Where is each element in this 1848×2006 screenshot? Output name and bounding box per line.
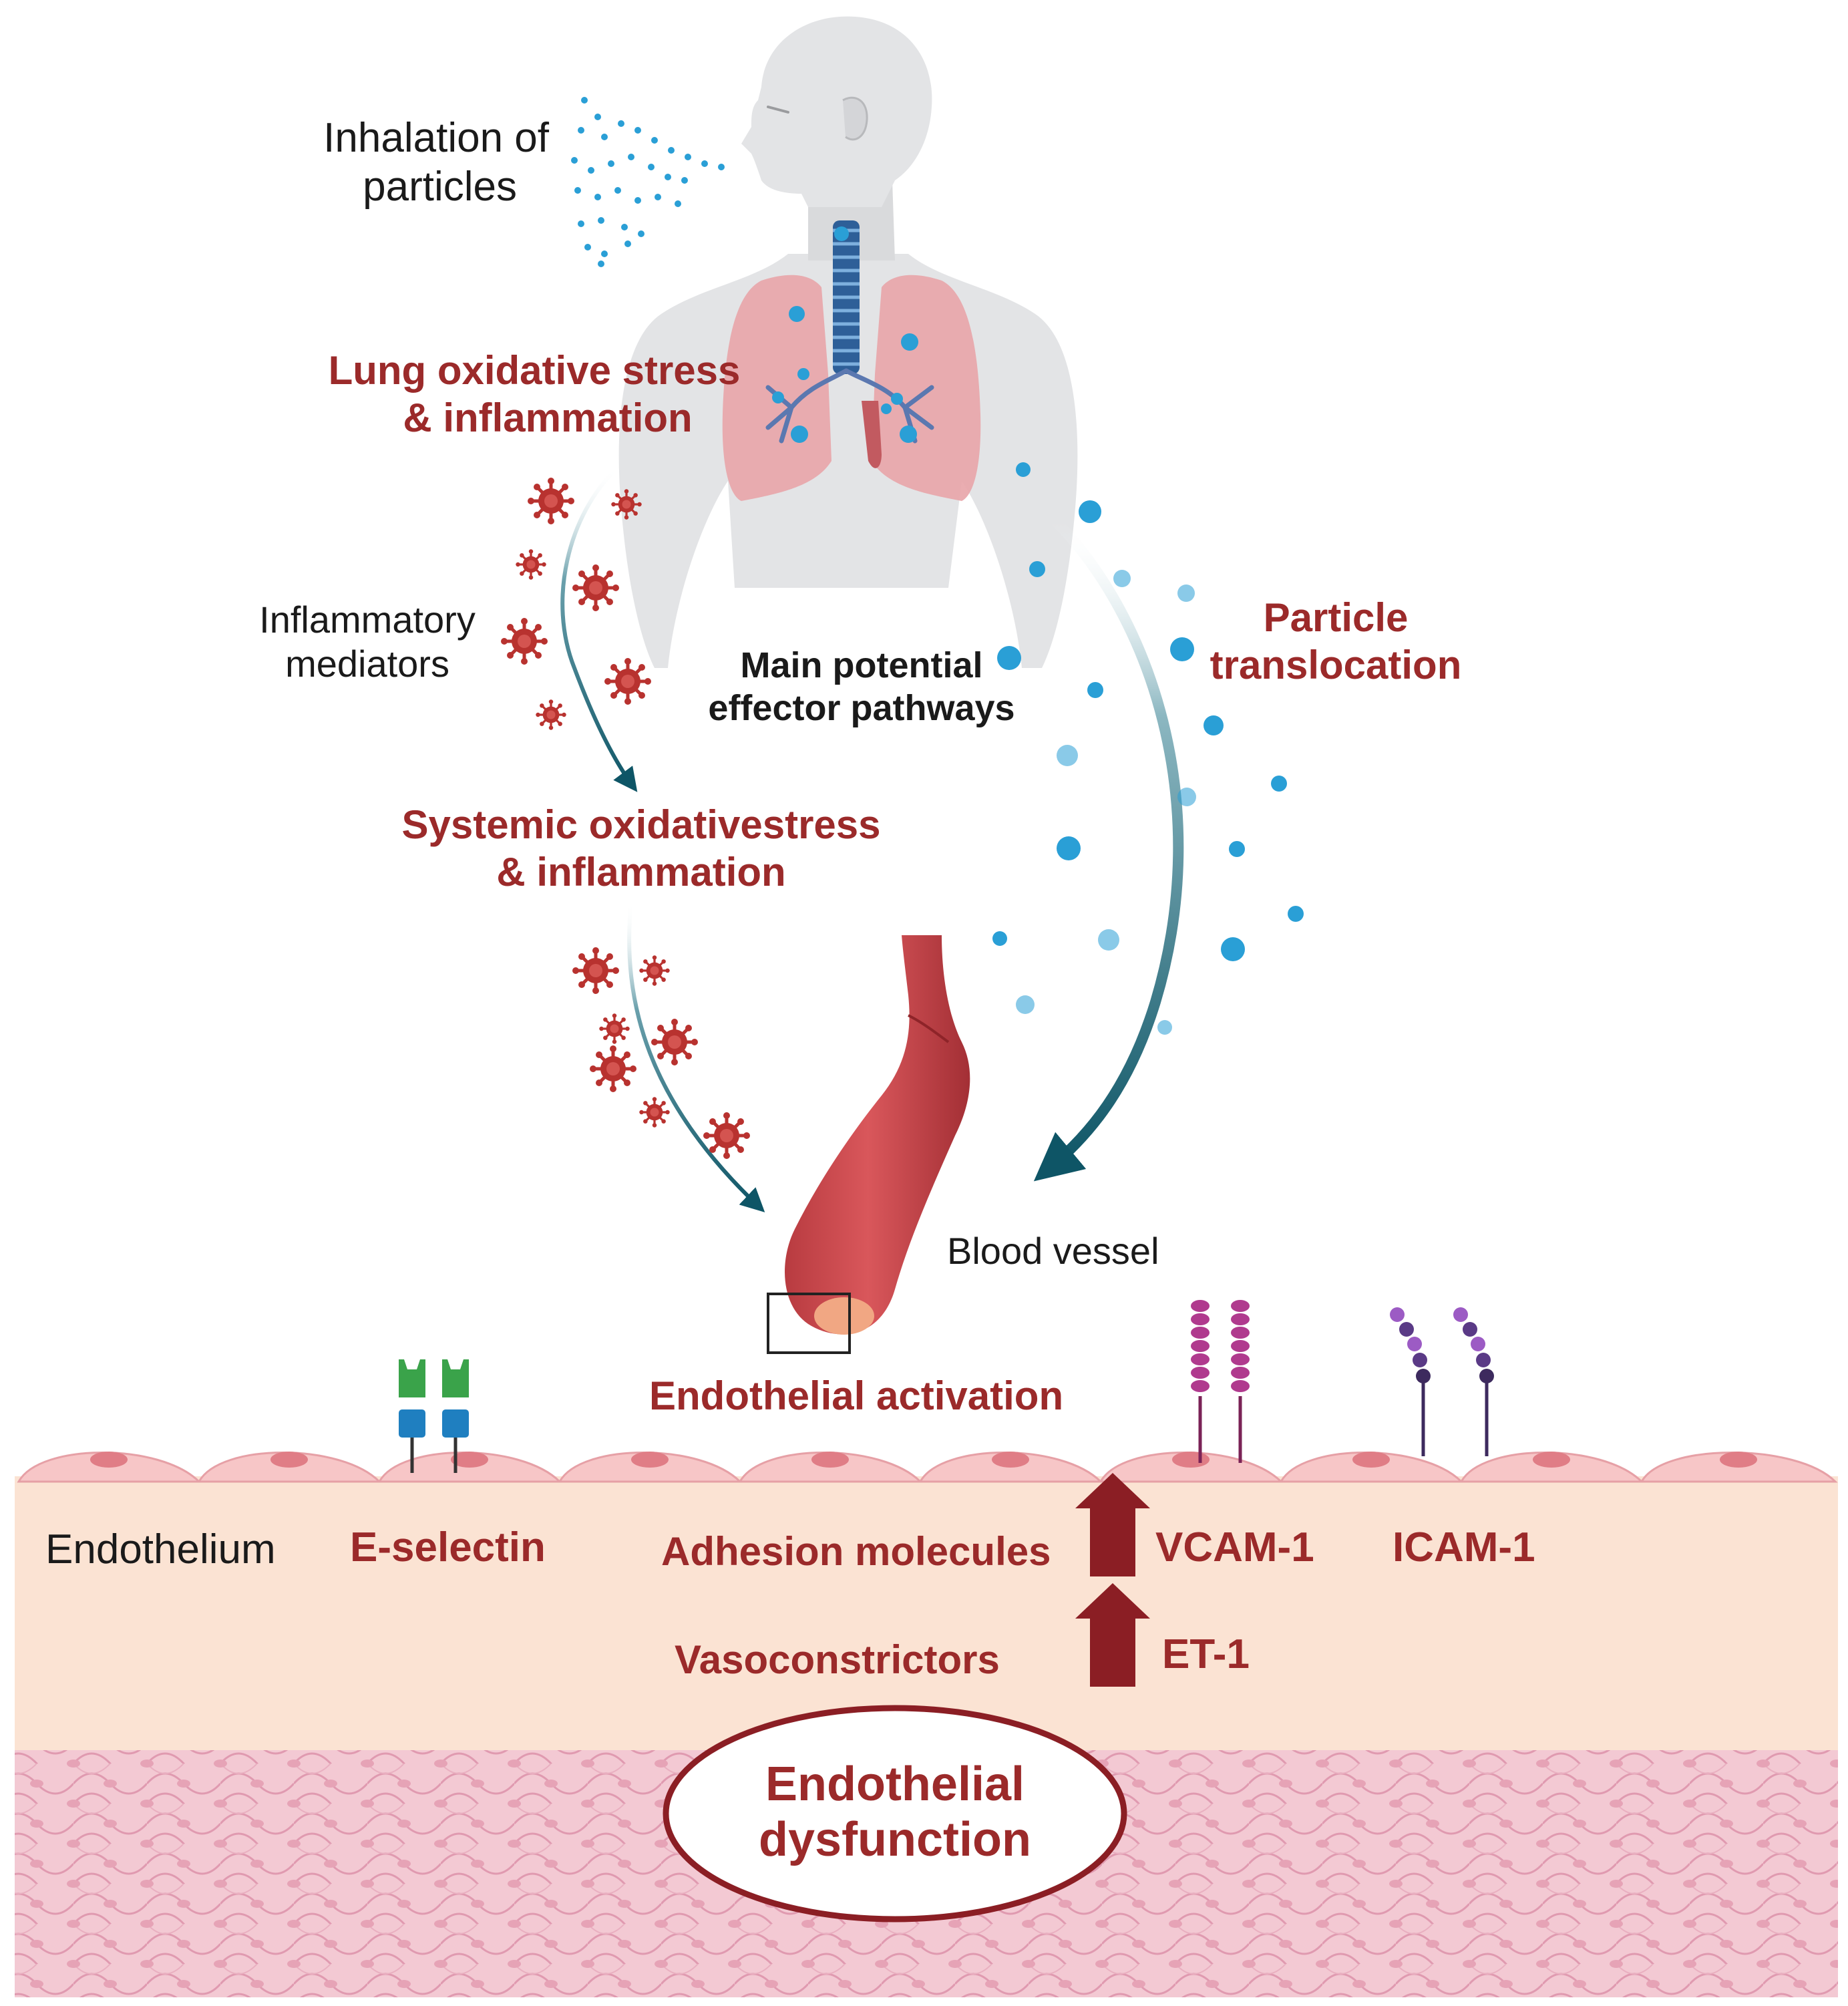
vessel-zoom-box <box>767 1293 851 1354</box>
particle-translocation-arrow <box>1033 517 1184 1182</box>
lung-stress-line2: & inflammation <box>403 395 693 440</box>
translocating-particles <box>992 462 1304 1035</box>
vasoconstrictors-label: Vasoconstrictors <box>675 1637 1000 1682</box>
lung-stress-line1: Lung oxidative stress <box>328 348 741 393</box>
inflammatory-mediators-cluster-lower <box>572 947 750 1159</box>
systemic-stress-label: Systemic oxidativestress & inflammation <box>374 802 908 896</box>
endothelial-dysfunction-line2: dysfunction <box>759 1812 1031 1866</box>
endothelium-label: Endothelium <box>45 1526 276 1572</box>
e-selectin-receptor-icon <box>399 1359 469 1473</box>
inhalation-label-line1: Inhalation of <box>323 115 549 161</box>
left-pathway-arrow <box>560 466 638 792</box>
adhesion-molecules-label: Adhesion molecules <box>661 1529 1051 1574</box>
blood-vessel-label: Blood vessel <box>947 1230 1159 1272</box>
inflammatory-mediators-line2: mediators <box>285 643 449 685</box>
inhalation-label: Inhalation of particles <box>323 114 549 211</box>
systemic-pathway-arrow <box>627 901 765 1212</box>
endothelial-dysfunction-label: Endothelial dysfunction <box>708 1757 1082 1868</box>
icam-1-receptor-icon <box>1390 1307 1494 1456</box>
endothelial-dysfunction-ellipse <box>663 1705 1127 1923</box>
inflammatory-mediators-label: Inflammatory mediators <box>240 598 494 686</box>
main-pathways-line1: Main potential <box>740 645 983 685</box>
systemic-stress-line2: & inflammation <box>496 849 786 894</box>
endothelial-dysfunction-line1: Endothelial <box>765 1758 1025 1811</box>
inhalation-label-line2: particles <box>363 164 517 210</box>
vcam-1-receptor-icon <box>1191 1300 1250 1463</box>
vcam-label: VCAM-1 <box>1155 1524 1314 1570</box>
systemic-stress-line1: Systemic oxidativestress <box>401 802 881 847</box>
up-arrow-icon-vasoconstrictors <box>1075 1583 1150 1687</box>
particle-translocation-label: Particle translocation <box>1195 595 1476 689</box>
endothelial-activation-label: Endothelial activation <box>649 1373 1064 1418</box>
blood-vessel-icon <box>785 935 970 1335</box>
main-pathways-label: Main potential effector pathways <box>695 645 1029 729</box>
particle-spray <box>571 97 725 267</box>
main-pathways-line2: effector pathways <box>708 687 1015 728</box>
particle-translocation-line1: Particle <box>1263 595 1409 640</box>
lung-stress-label: Lung oxidative stress & inflammation <box>314 347 755 442</box>
et1-label: ET-1 <box>1162 1631 1250 1677</box>
up-arrow-icon-adhesion <box>1075 1473 1150 1576</box>
icam-label: ICAM-1 <box>1393 1524 1535 1570</box>
e-selectin-label: E-selectin <box>350 1524 546 1570</box>
particle-translocation-line2: translocation <box>1210 642 1462 687</box>
inflammatory-mediators-line1: Inflammatory <box>259 599 476 641</box>
lungs-icon <box>722 220 981 501</box>
endothelial-cells <box>17 1452 1838 1483</box>
